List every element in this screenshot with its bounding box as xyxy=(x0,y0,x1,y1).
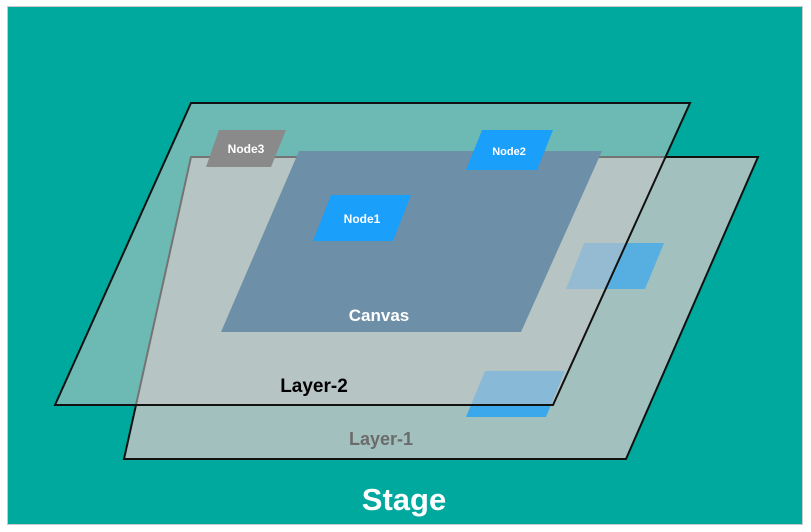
stage-background: Node3 Node2 Node1 Canvas Layer-2 Layer-1… xyxy=(7,6,803,525)
layer-2-plane xyxy=(53,102,692,406)
node2-shape xyxy=(466,130,553,170)
layer-2-label: Layer-2 xyxy=(280,376,348,397)
node1-shape xyxy=(313,195,411,241)
node2-label: Node2 xyxy=(492,146,526,158)
layer-1-label: Layer-1 xyxy=(349,429,413,449)
stage-label: Stage xyxy=(362,482,446,517)
node1-label: Node1 xyxy=(344,212,381,226)
node3-shape xyxy=(206,130,286,167)
canvas-label: Canvas xyxy=(349,306,409,325)
node3-label: Node3 xyxy=(228,142,265,156)
stage-layers-diagram: Node3 Node2 Node1 Canvas Layer-2 Layer-1… xyxy=(8,7,802,524)
